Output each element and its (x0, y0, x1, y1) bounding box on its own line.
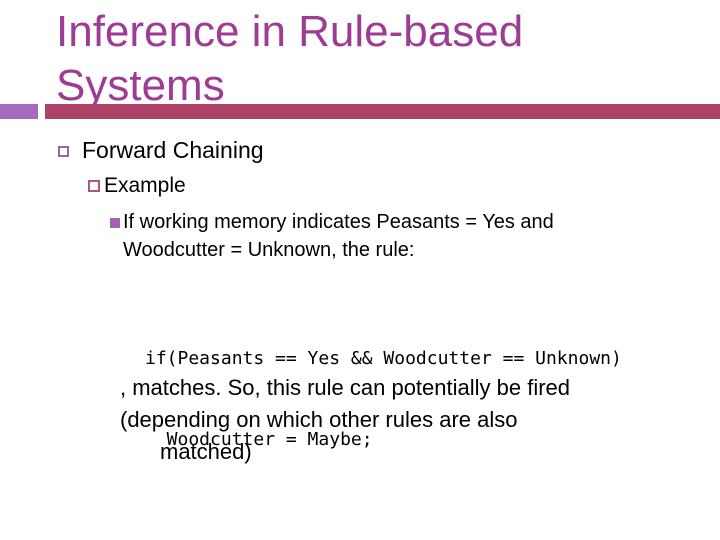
hollow-square-bullet-icon (88, 180, 100, 192)
title-underline-bar (45, 104, 720, 119)
bullet-level3-line: If working memory indicates Peasants = Y… (123, 211, 554, 233)
title-accent-square (0, 104, 38, 119)
bullet-level3-text: If working memory indicates Peasants = Y… (123, 208, 603, 264)
note-line: matched) (160, 439, 252, 464)
note-line: (depending on which other rules are also (120, 407, 518, 432)
code-line: if(Peasants == Yes && Woodcutter == Unkn… (145, 348, 622, 369)
bullet-level3-line: Woodcutter = Unknown, the rule: (123, 239, 415, 261)
note-line: , matches. So, this rule can potentially… (120, 375, 571, 400)
slide-title: Inference in Rule-based Systems (56, 7, 524, 110)
code-line: Woodcutter = Maybe; (145, 429, 373, 450)
filled-square-bullet-icon (110, 218, 120, 228)
hollow-square-bullet-icon (58, 146, 69, 157)
bullet-level1-label: Forward Chaining (82, 137, 264, 163)
bullet-level2-label: Example (104, 174, 186, 197)
note-paragraph: , matches. So, this rule can potentially… (120, 372, 640, 468)
code-snippet: if(Peasants == Yes && Woodcutter == Unkn… (145, 291, 622, 507)
